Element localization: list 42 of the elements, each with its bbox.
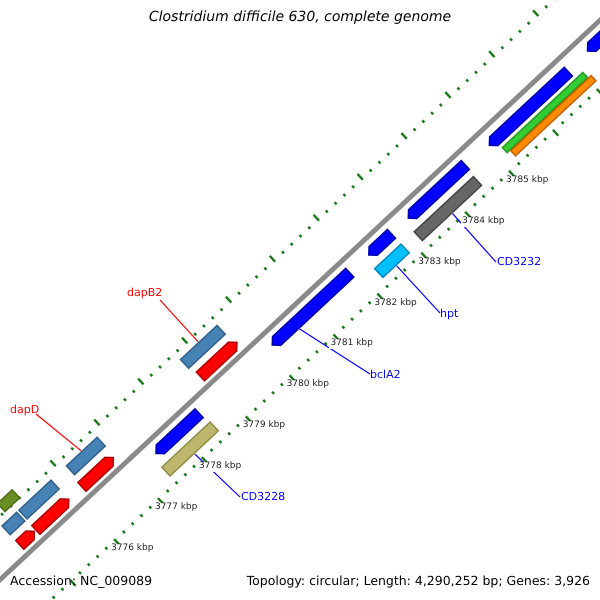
- scale-label: 3782 kbp: [373, 298, 418, 308]
- scale-label: 3784 kbp: [461, 216, 506, 227]
- gene-label: bclA2: [370, 369, 401, 382]
- scale-label: 3785 kbp: [504, 176, 550, 186]
- gene-block: [0, 511, 26, 536]
- gene-block: [18, 479, 60, 520]
- genome-summary: Topology: circular; Length: 4,290,252 bp; Genes: 3,926: [246, 574, 590, 588]
- gene-label: CD3232: [497, 256, 542, 268]
- title: Clostridium difficile 630, complete genome: [148, 10, 452, 26]
- gene-block: [368, 228, 397, 256]
- gene-block: [76, 456, 114, 492]
- gene-block: [501, 71, 589, 154]
- gene-block: [510, 74, 598, 157]
- gene-block: [65, 436, 106, 476]
- leader-line: [36, 414, 82, 452]
- gene-block: [0, 488, 21, 513]
- gene-label: hpt: [440, 308, 458, 320]
- gene-block: [374, 243, 410, 278]
- gene-block: [155, 408, 204, 455]
- scale-label: 3781 kbp: [329, 339, 374, 350]
- gene-block: [30, 498, 70, 536]
- leader-line: [160, 300, 199, 342]
- leader-line: [396, 265, 440, 314]
- scale-label: 3778 kbp: [198, 462, 242, 472]
- accession-text: Accession: NC_009089: [10, 574, 152, 588]
- gene-block: [179, 324, 226, 370]
- gene-label: CD3228: [241, 491, 286, 504]
- gene-block: [271, 267, 355, 346]
- gene-block: [160, 421, 220, 477]
- gene-label: dapB2: [127, 287, 162, 300]
- gene-block: [195, 341, 238, 382]
- gene-block: [413, 176, 483, 242]
- scale-label: 3780 kbp: [286, 380, 330, 390]
- scale-label: 3777 kbp: [154, 503, 198, 513]
- gene-label: dapD: [10, 404, 40, 416]
- scale-label: 3783 kbp: [417, 258, 462, 268]
- leader-line: [452, 213, 496, 262]
- gene-block: [14, 530, 36, 550]
- gene-block: [488, 66, 574, 146]
- leader-line: [299, 328, 370, 374]
- scale-label: 3776 kbp: [110, 544, 154, 554]
- scale-label: 3779 kbp: [242, 421, 286, 432]
